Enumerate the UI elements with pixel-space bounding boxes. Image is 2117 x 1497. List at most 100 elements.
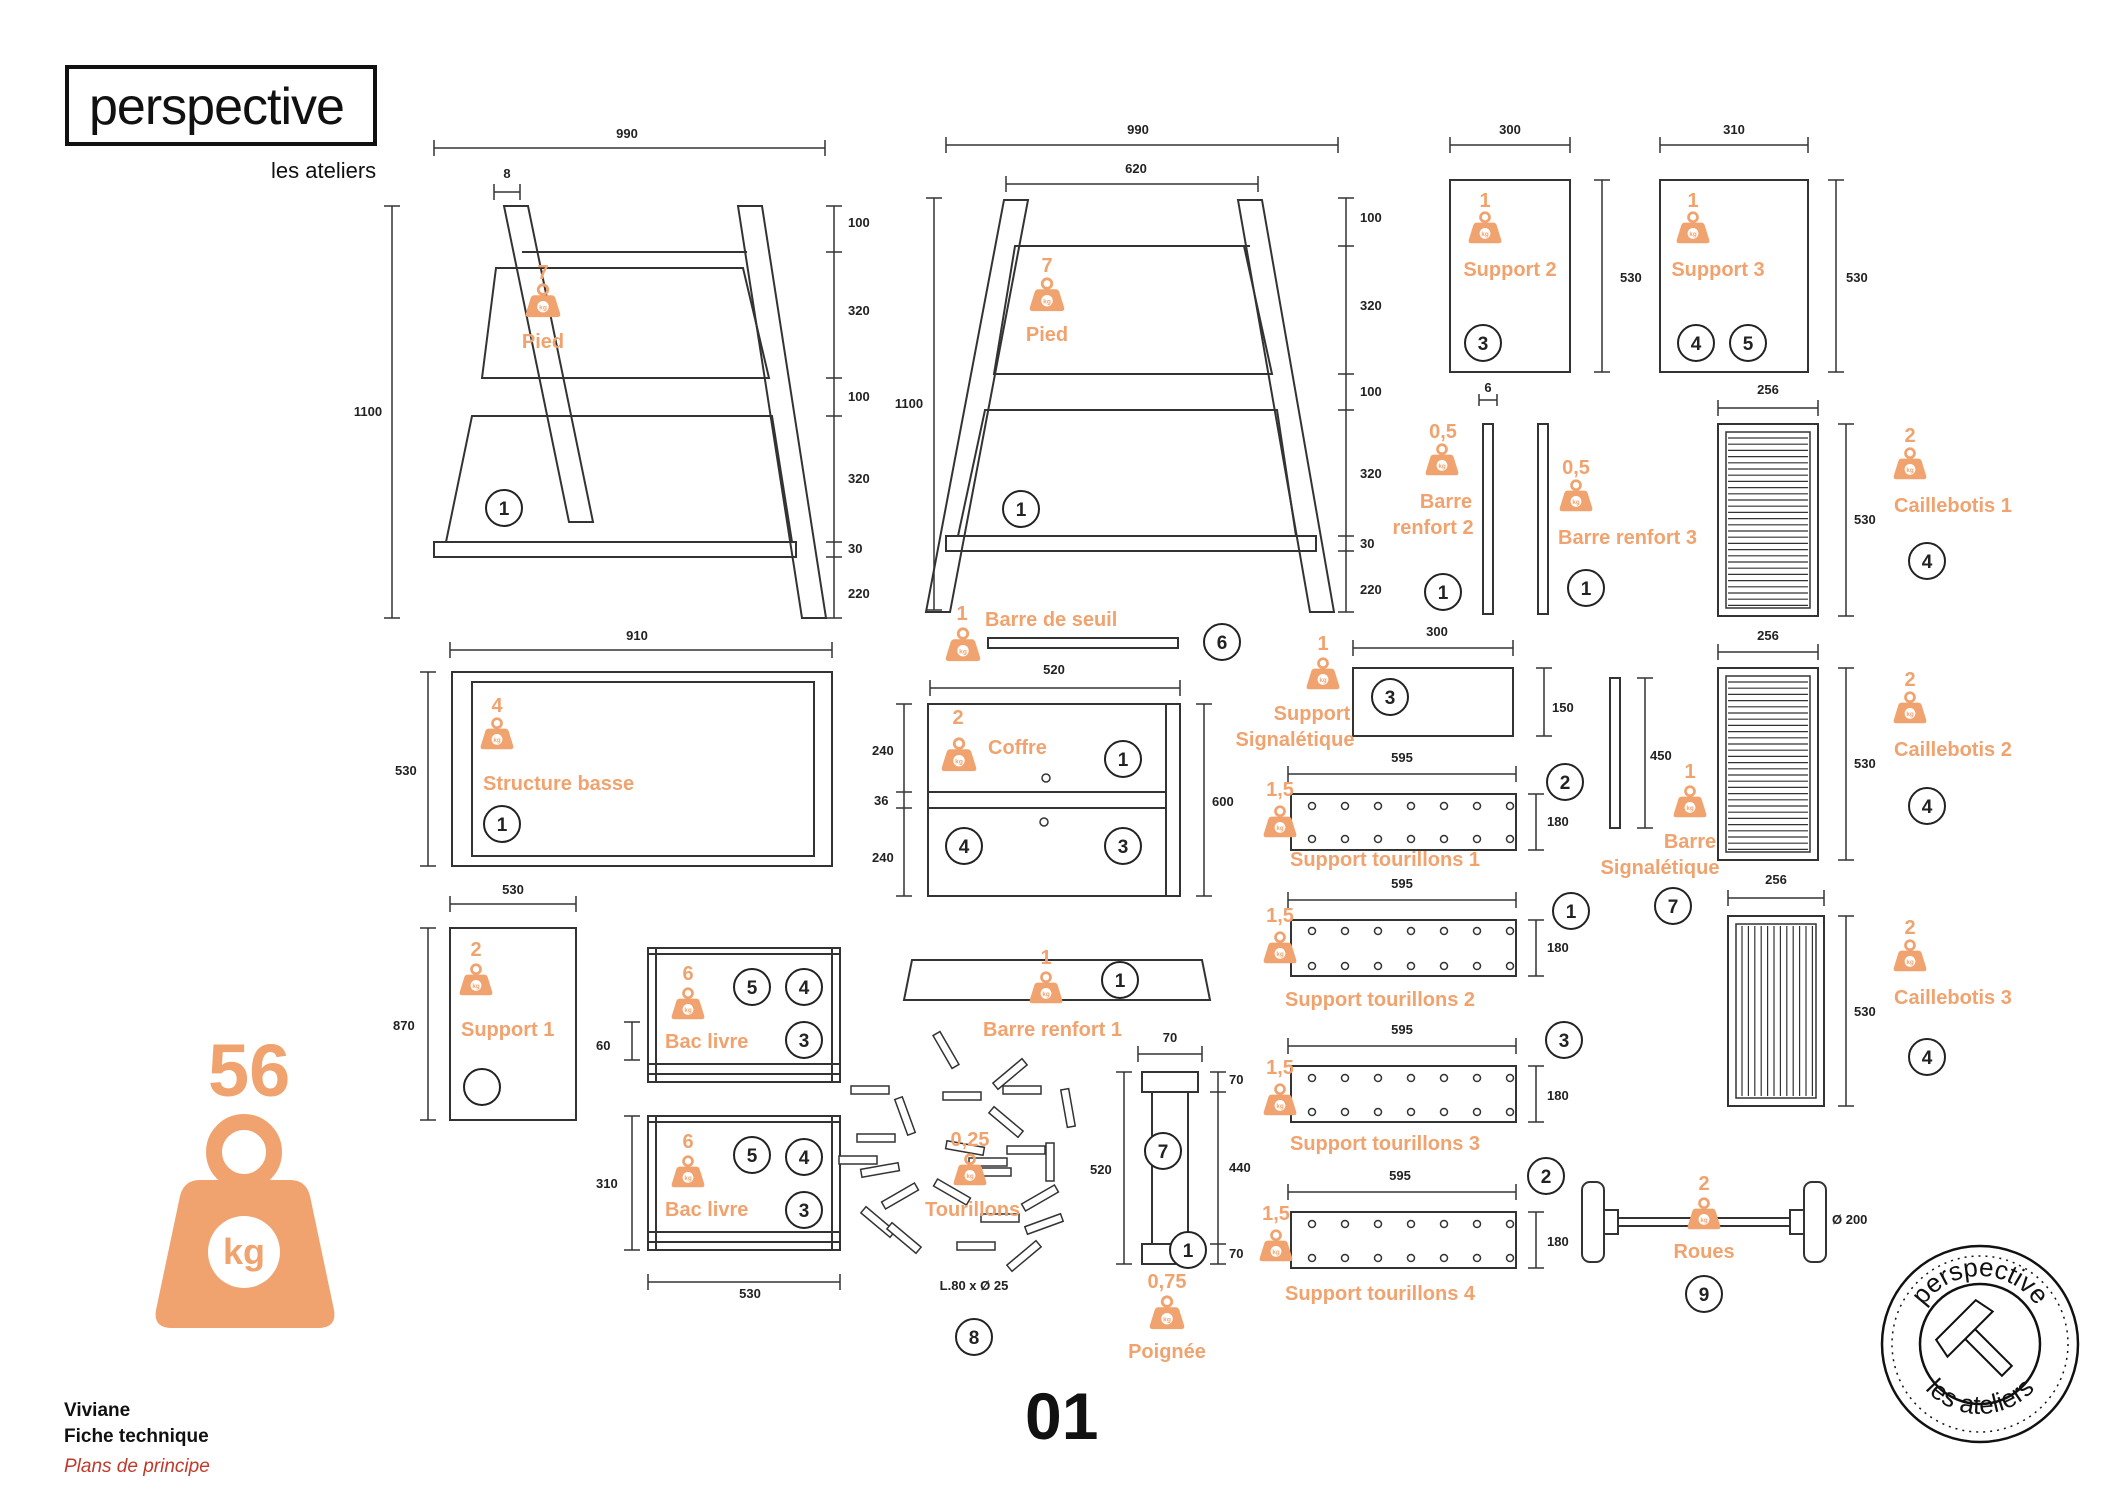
dowel-hole — [1439, 1107, 1449, 1117]
total-weight-value: 56 — [208, 1029, 291, 1112]
caillebotis-1-slats — [1725, 431, 1811, 609]
label-pied-a: Pied — [522, 331, 564, 353]
support-tourillons-1-holes — [1307, 801, 1515, 844]
dowel-hole — [1505, 1253, 1515, 1263]
dowel-piece — [1059, 1087, 1077, 1129]
qty-pied-a: 7 — [537, 262, 548, 284]
label-support-tourillons-2: Support tourillons 2 — [1285, 989, 1475, 1011]
dowel-piece — [850, 1085, 890, 1095]
weight-icon — [1892, 691, 1928, 725]
step-support-2: 3 — [1478, 334, 1489, 355]
qty-caillebotis-3: 2 — [1904, 917, 1915, 939]
dim-bac-livre-b-width: 530 — [739, 1286, 761, 1301]
qty-barre-renfort-3: 0,5 — [1562, 457, 1590, 479]
step-support-3-a: 4 — [1691, 334, 1702, 355]
dim-pied-a-s4: 320 — [848, 471, 870, 486]
step-support-signaletique: 3 — [1385, 688, 1396, 709]
dim-support-tourillons-1-height: 180 — [1547, 814, 1569, 829]
label-support-2: Support 2 — [1463, 259, 1556, 281]
step-barre-de-seuil: 6 — [1217, 633, 1228, 654]
label-barre-renfort-2-line2: renfort 2 — [1392, 517, 1473, 539]
dim-coffre-h3: 240 — [872, 850, 894, 865]
dowel-piece — [885, 1221, 923, 1255]
dowel-hole — [1439, 961, 1449, 971]
dowel-hole — [1439, 1073, 1449, 1083]
dowel-piece — [980, 1213, 1020, 1223]
label-barre-de-seuil: Barre de seuil — [985, 609, 1117, 631]
dowel-hole — [1340, 801, 1350, 811]
support-tourillons-2-holes — [1307, 926, 1515, 971]
qty-bac-livre-a: 6 — [682, 963, 693, 985]
weight-icon — [1028, 277, 1066, 313]
dim-pied-b-s3: 100 — [1360, 384, 1382, 399]
weight-icon — [1686, 1197, 1722, 1231]
step-roues: 9 — [1699, 1285, 1710, 1306]
project-name: Viviane — [64, 1400, 131, 1421]
dim-roues-diameter: Ø 200 — [1832, 1212, 1867, 1227]
dim-support-2-width: 300 — [1499, 122, 1521, 137]
brand-name: perspective — [89, 78, 345, 136]
step-tourillons: 8 — [969, 1328, 980, 1349]
label-barre-signaletique-line1: Barre — [1664, 831, 1716, 853]
dowel-hole — [1340, 1253, 1350, 1263]
dim-pied-b-s5: 30 — [1360, 536, 1374, 551]
weight-icon — [1558, 479, 1594, 513]
dowel-hole — [1472, 926, 1482, 936]
qty-poignee: 0,75 — [1148, 1271, 1187, 1293]
dim-support-tourillons-2-width: 595 — [1391, 876, 1413, 891]
qty-barre-signaletique: 1 — [1684, 761, 1695, 783]
dim-pied-b-s6: 220 — [1360, 582, 1382, 597]
step-pied-b: 1 — [1016, 500, 1027, 521]
dowel-hole — [1373, 1107, 1383, 1117]
part-support-tourillons-4: 595 180 1,5 Support tourillons 4 2 — [1258, 1157, 1569, 1305]
dim-support-tourillons-4-width: 595 — [1389, 1168, 1411, 1183]
dowel-hole — [1373, 1253, 1383, 1263]
dim-caillebotis-3-width: 256 — [1765, 872, 1787, 887]
label-barre-renfort-1: Barre renfort 1 — [983, 1019, 1122, 1041]
dowel-piece — [1006, 1145, 1046, 1155]
qty-support-tourillons-2: 1,5 — [1266, 905, 1294, 927]
dim-pied-b-s1: 100 — [1360, 210, 1382, 225]
dowel-hole — [1373, 834, 1383, 844]
step-pied-a: 1 — [499, 499, 510, 520]
dowel-piece — [856, 1133, 896, 1143]
dowel-piece — [1005, 1239, 1043, 1273]
dim-pied-b-inner: 620 — [1125, 161, 1147, 176]
dowel-hole — [1307, 961, 1317, 971]
step-barre-signaletique: 7 — [1668, 897, 1679, 918]
part-bac-livre-b: 310 530 6 Bac livre 5 4 3 — [596, 1115, 841, 1301]
step-poignee-a: 7 — [1158, 1142, 1169, 1163]
step-support-tourillons-1: 2 — [1560, 773, 1571, 794]
qty-tourillons: 0,25 — [951, 1129, 990, 1151]
dowel-piece — [893, 1095, 917, 1137]
dowel-hole — [1406, 926, 1416, 936]
dim-pied-a-s1: 100 — [848, 215, 870, 230]
dim-support-2-height: 530 — [1620, 270, 1642, 285]
step-caillebotis-1: 4 — [1922, 552, 1933, 573]
part-roues: Ø 200 2 Roues 9 — [1581, 1173, 1867, 1313]
part-support-1: 530 870 2 Support 1 — [393, 882, 577, 1121]
dowel-hole — [1307, 834, 1317, 844]
qty-bac-livre-b: 6 — [682, 1131, 693, 1153]
label-support-tourillons-1: Support tourillons 1 — [1290, 849, 1480, 871]
step-barre-renfort-1: 1 — [1115, 971, 1126, 992]
dowel-hole — [1505, 1219, 1515, 1229]
dim-caillebotis-1-height: 530 — [1854, 512, 1876, 527]
weight-icon — [940, 737, 978, 773]
dowel-hole — [1373, 926, 1383, 936]
dowel-hole — [1439, 1219, 1449, 1229]
caillebotis-2-slats — [1725, 675, 1811, 853]
dowel-hole — [1472, 1253, 1482, 1263]
dim-bac-livre-b-height: 310 — [596, 1176, 618, 1191]
part-barre-renfort-1: 1 Barre renfort 1 1 — [902, 947, 1212, 1041]
caillebotis-3-slats — [1735, 923, 1817, 1099]
part-pied-b: 990 620 1100 100 320 100 320 30 220 7 Pi… — [895, 122, 1382, 613]
dim-coffre-h1: 240 — [872, 743, 894, 758]
label-bac-livre-b: Bac livre — [665, 1199, 748, 1221]
part-pied-a: 990 8 1100 100 320 100 320 30 220 7 Pied… — [354, 126, 870, 619]
label-barre-renfort-2-line1: Barre — [1420, 491, 1472, 513]
dowel-piece — [956, 1241, 996, 1251]
step-support-tourillons-2: 1 — [1566, 902, 1577, 923]
dowel-hole — [1307, 801, 1317, 811]
